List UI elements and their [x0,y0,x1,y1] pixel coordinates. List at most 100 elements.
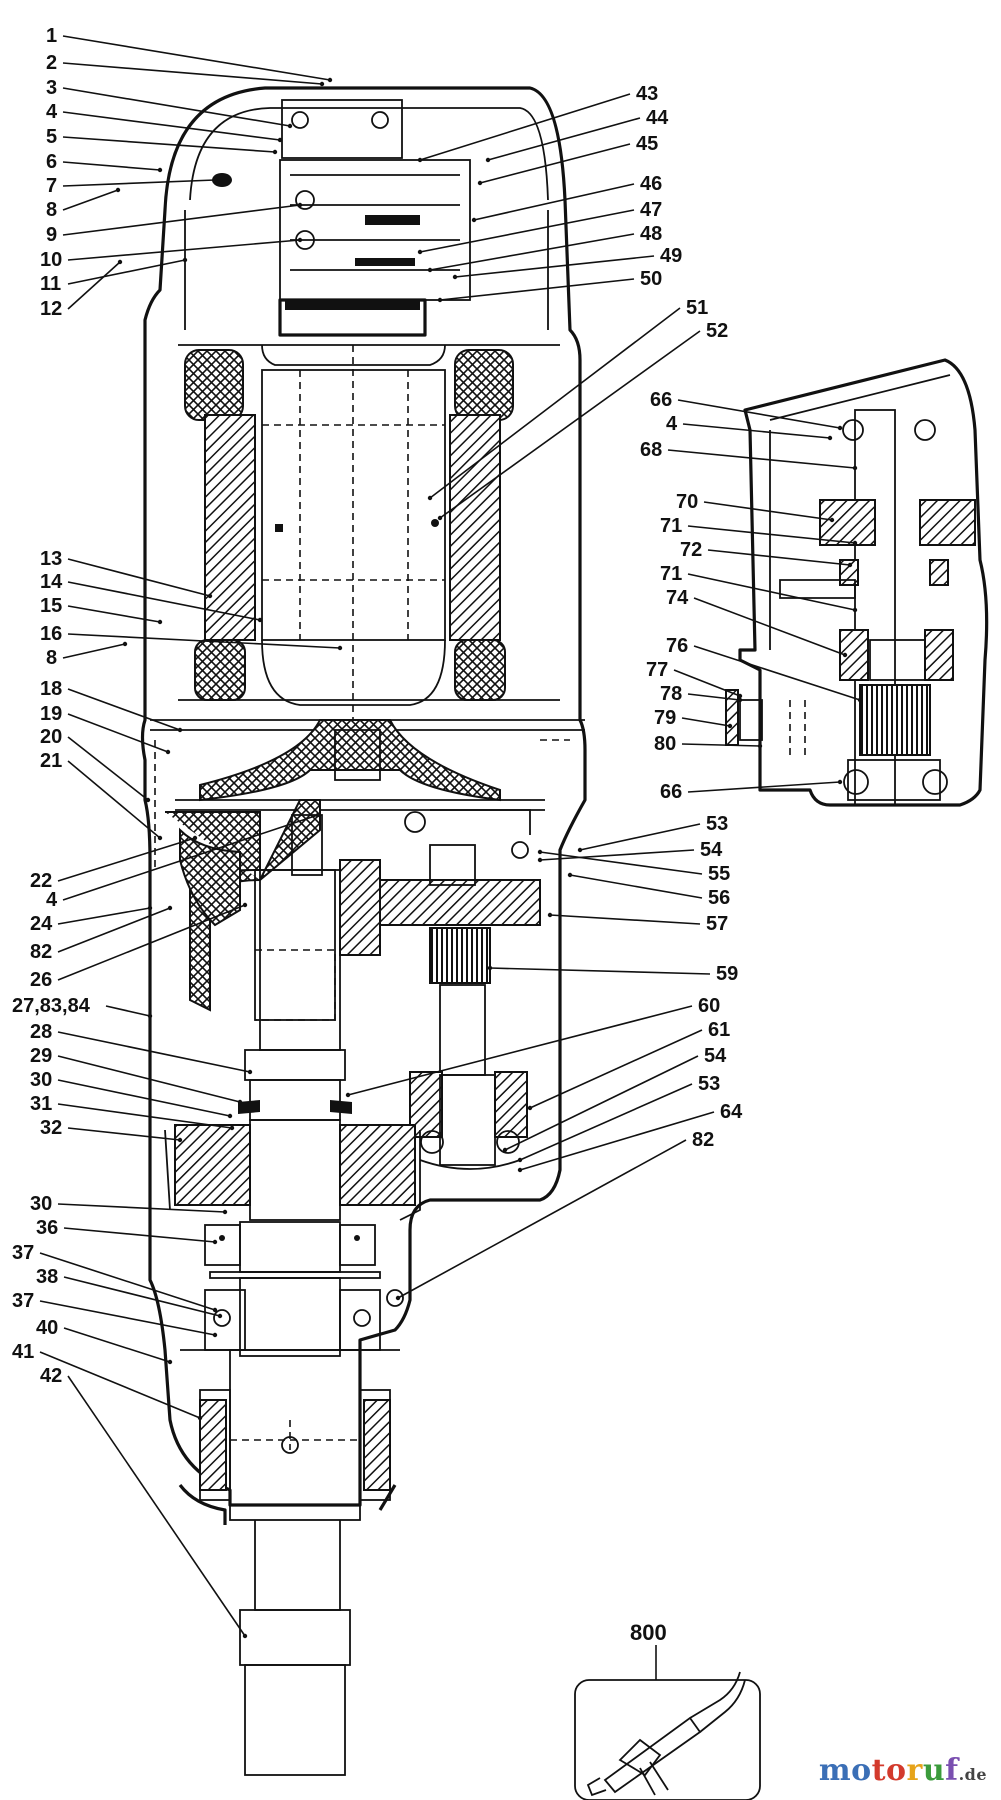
part-label-53: 53 [706,813,728,835]
part-label-24: 24 [30,913,53,935]
leader-arrowhead [842,652,848,658]
part-label-48: 48 [640,223,662,245]
part-label-80: 80 [654,733,676,755]
part-label-52: 52 [706,320,728,342]
leader-line [57,907,151,925]
leader-arrowhead [852,540,858,546]
leader-line [67,558,211,597]
leader-arrowhead [145,797,151,803]
part-label-46: 46 [640,173,662,195]
leader-arrowhead [117,259,123,265]
part-label-1: 1 [46,25,57,47]
part-label-37: 37 [12,1242,34,1264]
leader-line [62,136,276,153]
part-label-53: 53 [698,1073,720,1095]
leader-line [67,1127,181,1141]
part-label-4: 4 [46,889,58,911]
part-label-70: 70 [676,491,698,513]
leader-arrowhead [567,872,573,878]
leader-arrowhead [837,779,843,785]
leader-arrowhead [217,1313,223,1319]
leader-line [105,1005,151,1017]
leader-line [397,1139,687,1299]
leader-arrowhead [212,1307,218,1313]
part-label-38: 38 [36,1266,58,1288]
part-label-77: 77 [646,659,668,681]
leader-line [419,209,635,253]
part-label-56: 56 [708,887,730,909]
leader-arrowhead [165,749,171,755]
leader-line [504,1055,699,1151]
part-label-4: 4 [666,413,678,435]
leader-line [479,143,631,184]
part-label-26: 26 [30,969,52,991]
leader-arrowhead [337,645,343,651]
leader-arrowhead [395,1295,401,1301]
leader-arrowhead [272,149,278,155]
accessory-grease-gun [574,1645,761,1800]
leader-arrowhead [242,902,248,908]
leader-arrowhead [222,1209,228,1215]
part-label-64: 64 [720,1101,743,1123]
leader-line [62,643,126,659]
leader-arrowhead [327,77,333,83]
leader-arrowhead [427,495,433,501]
leader-line [57,1055,241,1103]
leader-line [62,204,301,236]
leader-arrowhead [177,1137,183,1143]
part-label-10: 10 [40,249,62,271]
part-label-66: 66 [650,389,672,411]
leader-line [439,330,701,519]
part-label-42: 42 [40,1365,62,1387]
leader-arrowhead [277,137,283,143]
part-label-28: 28 [30,1021,52,1043]
part-label-4: 4 [46,101,58,123]
leader-line [682,423,831,439]
part-label-72: 72 [680,539,702,561]
part-label-19: 19 [40,703,62,725]
leader-arrowhead [212,1332,218,1338]
leader-line [67,760,161,839]
part-label-74: 74 [666,587,689,609]
leader-arrowhead [315,812,321,818]
leader-arrowhead [477,180,483,186]
part-label-6: 6 [46,151,57,173]
leader-line [347,1005,693,1096]
part-label-54: 54 [704,1045,727,1067]
leader-line [63,1327,171,1363]
leader-line [57,837,196,882]
part-label-20: 20 [40,726,62,748]
leader-arrowhead [487,965,493,971]
part-label-21: 21 [40,750,62,772]
leader-line [67,605,161,623]
watermark-logo: motoruf.de [818,1753,987,1788]
part-label-31: 31 [30,1093,52,1115]
leader-line [419,93,631,161]
leader-line [57,1031,251,1073]
leader-arrowhead [737,697,743,703]
part-label-78: 78 [660,683,682,705]
leader-line [62,111,281,141]
leader-line [67,1375,246,1637]
leader-arrowhead [547,912,553,918]
part-label-30: 30 [30,1069,52,1091]
leader-arrowhead [212,1239,218,1245]
part-label-51: 51 [686,297,708,319]
part-label-37: 37 [12,1290,34,1312]
leader-arrowhead [517,1157,523,1163]
part-label-15: 15 [40,595,62,617]
part-label-47: 47 [640,199,662,221]
part-label-8: 8 [46,647,57,669]
leader-line [673,669,741,697]
leader-arrowhead [182,257,188,263]
leader-arrowhead [247,1069,253,1075]
part-label-27-83-84: 27,83,84 [12,995,91,1017]
leader-lines [39,35,863,1639]
leader-line [677,399,841,429]
part-label-2: 2 [46,52,57,74]
leader-arrowhead [257,617,263,623]
leader-arrowhead [122,641,128,647]
part-label-55: 55 [708,863,730,885]
leader-line [67,633,341,649]
